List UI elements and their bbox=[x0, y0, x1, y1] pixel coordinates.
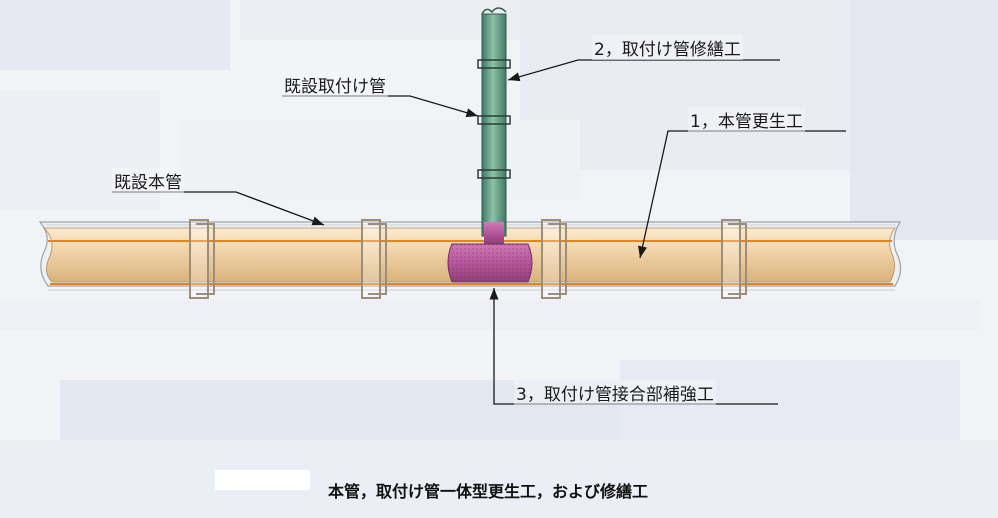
joint-collar bbox=[541, 219, 567, 299]
junction-reinforcement bbox=[447, 222, 533, 283]
joint-collar bbox=[721, 219, 747, 299]
pipe-joint-collars bbox=[189, 219, 747, 299]
figure-caption: 本管，取付け管一体型更生工，および修繕工 bbox=[328, 482, 649, 501]
label-attach-repair: 2，取付け管修繕工 bbox=[592, 35, 743, 60]
label-junction-reinforce: 3，取付け管接合部補強工 bbox=[514, 380, 716, 405]
label-main-renewal: 1，本管更生工 bbox=[688, 107, 805, 132]
joint-collar bbox=[361, 219, 387, 299]
attachment-pipe bbox=[477, 7, 511, 237]
joint-collar bbox=[189, 219, 215, 299]
label-existing-main-pipe: 既設本管 bbox=[112, 168, 184, 193]
caption-mask bbox=[215, 470, 310, 490]
attachment-pipe-joints bbox=[477, 59, 511, 179]
label-existing-attach-pipe: 既設取付け管 bbox=[282, 72, 388, 97]
leader-attach-repair bbox=[507, 59, 780, 82]
